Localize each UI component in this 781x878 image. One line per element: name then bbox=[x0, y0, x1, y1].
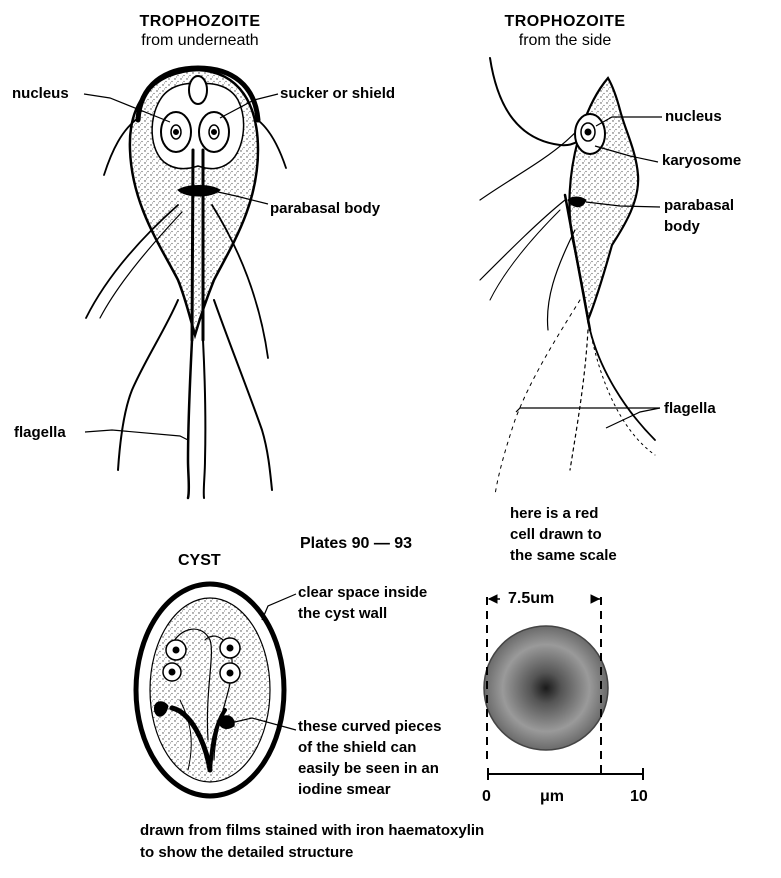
trophozoite-side-drawing bbox=[480, 58, 655, 495]
label-flagella-side: flagella bbox=[664, 400, 716, 418]
scale-unit: μm bbox=[540, 788, 564, 806]
red-cell-diameter: 7.5um bbox=[508, 590, 554, 608]
scale-start: 0 bbox=[482, 788, 491, 806]
label-flagella-under: flagella bbox=[14, 424, 66, 442]
trophozoite-side-title: TROPHOZOITE bbox=[504, 13, 625, 30]
trophozoite-underneath-heading: TROPHOZOITE from underneath bbox=[120, 12, 280, 50]
label-curved-pieces-4: iodine smear bbox=[298, 781, 391, 799]
trophozoite-underneath-drawing bbox=[86, 68, 286, 498]
caption-line-2: to show the detailed structure bbox=[140, 844, 353, 862]
red-cell-note-1: here is a red bbox=[510, 505, 598, 523]
red-cell-note-3: the same scale bbox=[510, 547, 617, 565]
label-parabasal-under: parabasal body bbox=[270, 200, 380, 218]
label-sucker-shield: sucker or shield bbox=[280, 85, 395, 103]
label-parabasal-side-2: body bbox=[664, 218, 700, 236]
label-curved-pieces-3: easily be seen in an bbox=[298, 760, 439, 778]
scale-end: 10 bbox=[630, 788, 648, 806]
label-curved-pieces-1: these curved pieces bbox=[298, 718, 441, 736]
red-cell-note-2: cell drawn to bbox=[510, 526, 602, 544]
trophozoite-underneath-subtitle: from underneath bbox=[141, 32, 258, 49]
plates-reference: Plates 90 — 93 bbox=[300, 535, 412, 553]
label-nucleus-under: nucleus bbox=[12, 85, 69, 103]
label-curved-pieces-2: of the shield can bbox=[298, 739, 416, 757]
label-clear-space-1: clear space inside bbox=[298, 584, 427, 602]
red-cell-drawing bbox=[484, 595, 643, 780]
trophozoite-side-subtitle: from the side bbox=[519, 32, 611, 49]
label-karyosome: karyosome bbox=[662, 152, 741, 170]
trophozoite-side-heading: TROPHOZOITE from the side bbox=[490, 12, 640, 50]
caption-line-1: drawn from films stained with iron haema… bbox=[140, 822, 484, 840]
label-parabasal-side: parabasal bbox=[664, 197, 734, 215]
label-nucleus-side: nucleus bbox=[665, 108, 722, 126]
trophozoite-underneath-title: TROPHOZOITE bbox=[139, 13, 260, 30]
cyst-drawing bbox=[136, 584, 284, 796]
cyst-title: CYST bbox=[178, 552, 221, 570]
label-clear-space-2: the cyst wall bbox=[298, 605, 387, 623]
red-blood-cell bbox=[484, 626, 608, 750]
